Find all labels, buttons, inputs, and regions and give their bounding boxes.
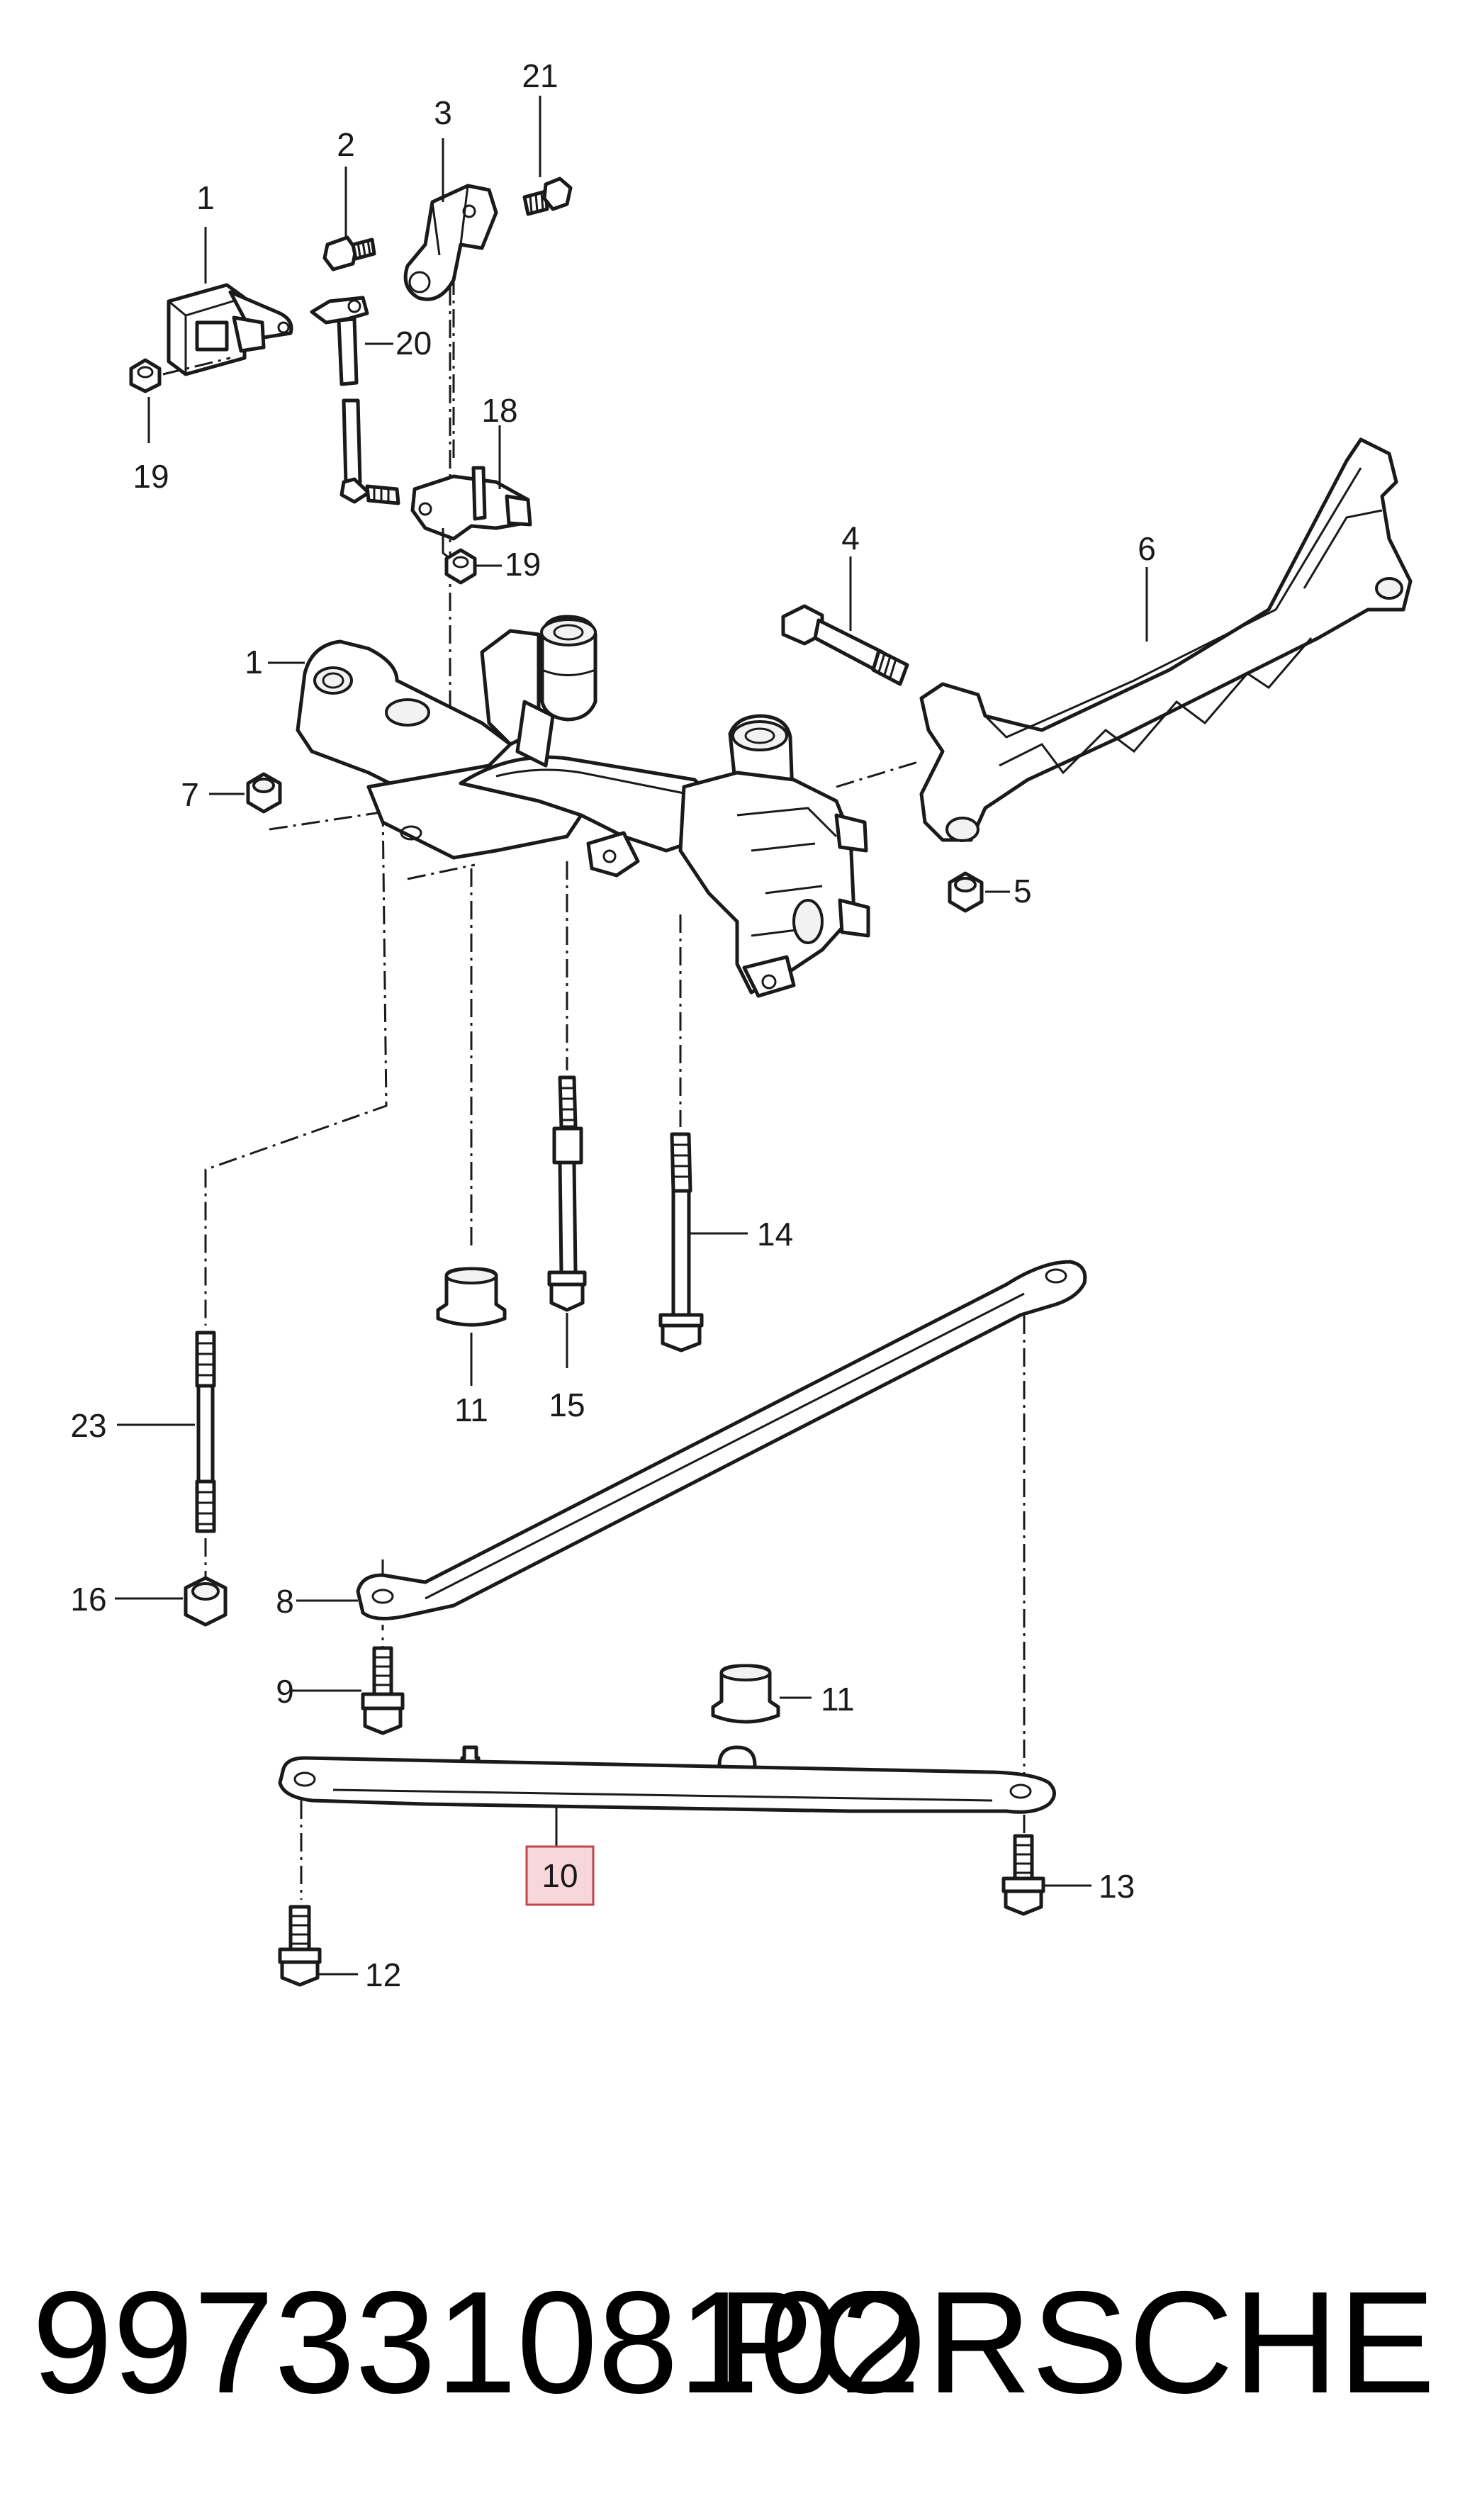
callout-5: 5 [1014, 873, 1032, 909]
callout-1: 1 [245, 644, 263, 681]
callout-22: 21 [522, 57, 558, 94]
part-number: 99733108102 [32, 2261, 921, 2424]
part-5-nut [948, 871, 1010, 913]
part-1-subframe [268, 615, 870, 998]
part-11-spacer-lower [711, 1664, 812, 1724]
callout-6: 6 [1138, 530, 1156, 567]
part-18-lower-bracket [410, 425, 532, 569]
callout-7: 7 [181, 776, 199, 813]
part-19-nut-center [444, 548, 502, 585]
part-12-bolt [278, 1905, 358, 1987]
callout-21: 1 [196, 179, 215, 216]
part-11-spacer-upper [436, 1267, 507, 1386]
callout-16: 16 [70, 1581, 106, 1618]
part-6-cross-member [919, 437, 1413, 842]
callout-11-upper: 11 [454, 1391, 488, 1428]
alignment-lines [204, 287, 1026, 1900]
part-15-stud [547, 1075, 587, 1368]
callout-10: 10 [541, 1857, 578, 1894]
part-20-link-rod [310, 296, 400, 505]
part-13-bolt [1001, 1834, 1091, 1916]
callout-3: 3 [434, 94, 452, 131]
callout-20: 20 [395, 325, 432, 362]
callout-14: 14 [757, 1216, 793, 1253]
part-9-bolt [291, 1646, 405, 1735]
part-10-lower-brace [278, 1745, 1056, 1847]
callout-11-lower: 11 [821, 1681, 855, 1718]
part-7-nut [209, 772, 282, 814]
part-22-bolt [522, 96, 573, 216]
part-19-nut-left [129, 357, 231, 443]
part-21-sensor [167, 227, 293, 376]
callout-19-center: 19 [505, 546, 541, 583]
callout-8: 8 [276, 1583, 294, 1620]
callout-19-left: 19 [133, 458, 169, 495]
highlight-box-10 [525, 1845, 595, 1906]
part-16-nut [115, 1576, 228, 1627]
callout-labels: 1 2 3 21 20 19 18 19 1 4 6 7 5 14 11 15 … [70, 57, 1155, 1993]
callout-2: 2 [337, 126, 355, 163]
part-23-stud [117, 1331, 216, 1533]
callout-12: 12 [365, 1956, 401, 1993]
callout-23: 23 [70, 1407, 106, 1444]
callout-9: 9 [276, 1673, 294, 1710]
part-4-bolt [781, 556, 909, 686]
part-3-bracket [403, 138, 498, 461]
callout-4: 4 [841, 520, 860, 556]
part-14-stud [658, 1132, 748, 1353]
part-8-diagonal-brace [296, 1260, 1087, 1620]
footer-caption: 99733108102 PORSCHE [32, 2251, 1435, 2435]
callout-15: 15 [549, 1387, 585, 1423]
callout-13: 13 [1099, 1868, 1135, 1905]
brand-name: PORSCHE [717, 2261, 1435, 2424]
callout-18: 18 [481, 392, 517, 429]
part-2-bolt [322, 167, 376, 271]
